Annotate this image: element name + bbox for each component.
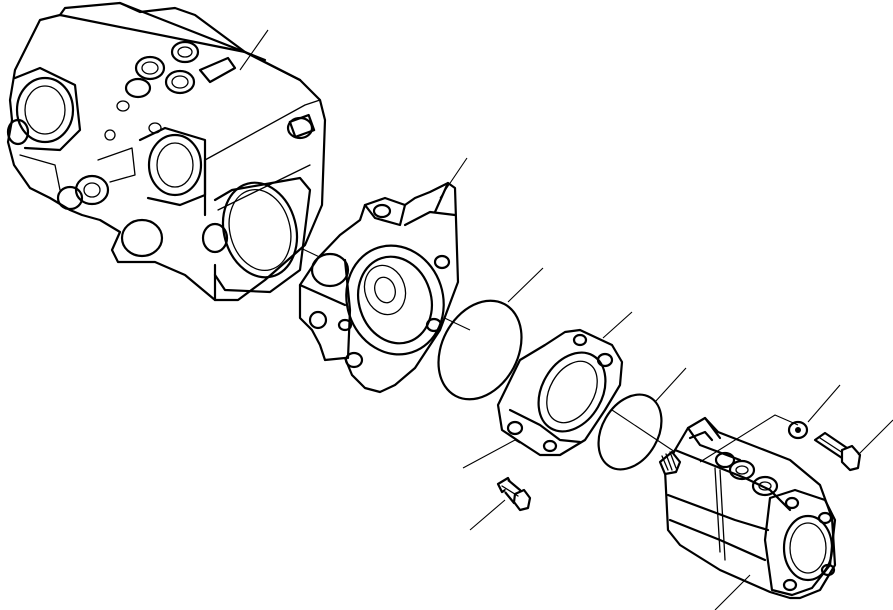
leader-washer	[807, 384, 841, 423]
leader-intermediate-housing	[439, 157, 468, 199]
leader-o-ring-large	[507, 267, 544, 303]
leader-flange-bolt-top	[462, 439, 521, 469]
adapter-flange	[496, 328, 624, 457]
leader-gear-pump	[714, 574, 751, 610]
o-ring-small	[597, 393, 663, 471]
pump-bolt	[813, 431, 862, 472]
o-ring-large	[437, 299, 523, 401]
pump-body	[6, 1, 327, 302]
leader-pump-bolt	[857, 419, 893, 456]
gear-pump	[658, 416, 837, 600]
intermediate-housing	[298, 181, 460, 394]
leader-pump-body	[239, 29, 269, 71]
flange-bolt	[496, 476, 532, 512]
washer	[787, 420, 809, 440]
leader-lines	[239, 29, 893, 610]
leader-flange-bolt	[469, 499, 506, 531]
leader-adapter-flange	[602, 311, 633, 339]
leader-washer-bracket	[699, 414, 799, 463]
leader-o-ring-small	[654, 367, 687, 403]
